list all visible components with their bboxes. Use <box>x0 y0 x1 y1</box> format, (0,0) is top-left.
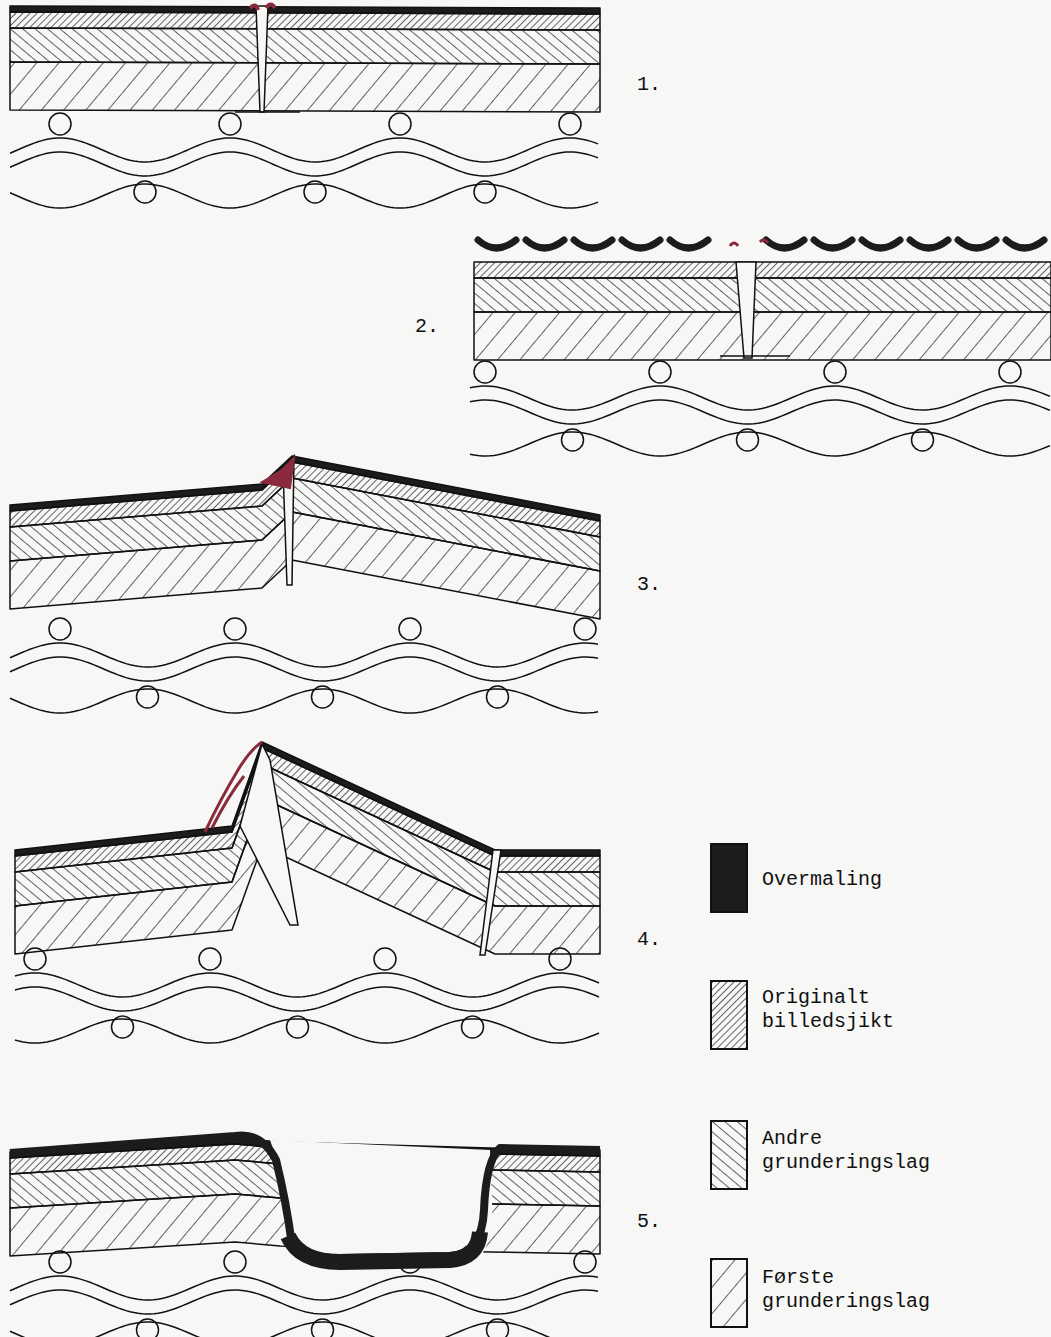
canvas-thread-section <box>824 361 846 383</box>
canvas-thread-section <box>474 361 496 383</box>
canvas-thread-section <box>312 1319 334 1337</box>
legend-hatch-fill <box>712 982 746 1048</box>
canvas-thread <box>10 138 598 162</box>
canvas-thread-section <box>574 618 596 640</box>
canvas-thread <box>10 657 598 681</box>
overpaint-fill <box>288 1232 480 1262</box>
overpaint-flake <box>670 240 708 248</box>
stroke <box>720 355 790 357</box>
legend-swatch <box>710 1120 748 1190</box>
canvas-thread-section <box>304 181 326 203</box>
canvas-thread-section <box>487 686 509 708</box>
canvas-thread-section <box>112 1016 134 1038</box>
paint-layer <box>15 798 600 954</box>
canvas-thread-section <box>134 181 156 203</box>
canvas-thread <box>470 386 1050 410</box>
canvas-thread-section <box>219 113 241 135</box>
canvas-thread <box>470 400 1050 424</box>
crack <box>256 6 268 112</box>
canvas-thread-section <box>399 618 421 640</box>
canvas-thread-section <box>374 948 396 970</box>
canvas-thread-section <box>312 686 334 708</box>
crack <box>240 744 298 925</box>
canvas-thread-section <box>49 618 71 640</box>
loss <box>270 1140 492 1268</box>
paint-layer <box>10 62 600 112</box>
canvas-thread <box>10 152 598 176</box>
canvas-thread-section <box>137 686 159 708</box>
legend-text: Overmaling <box>762 868 982 892</box>
canvas-thread-section <box>287 1016 309 1038</box>
legend-hatch <box>712 1260 746 1326</box>
legend-hatch-fill <box>712 1122 746 1188</box>
section-number: 2. <box>415 315 439 339</box>
section-number: 3. <box>637 573 661 597</box>
overpaint-flake <box>910 240 948 248</box>
canvas-thread-section <box>912 429 934 451</box>
canvas-thread-section <box>999 361 1021 383</box>
canvas-thread <box>10 1276 598 1300</box>
paint-layer <box>10 12 600 30</box>
paint-layer <box>10 512 600 619</box>
overpaint-fill <box>10 1136 600 1259</box>
stroke <box>235 111 300 113</box>
canvas-thread-section <box>49 1251 71 1273</box>
legend-hatch-fill <box>712 1260 746 1326</box>
paint-layer <box>10 28 600 64</box>
canvas-thread <box>470 432 1050 456</box>
paint-layer <box>474 278 1051 312</box>
crack <box>736 262 756 358</box>
canvas-thread <box>10 1322 598 1337</box>
overpaint-flake <box>766 240 804 248</box>
canvas-thread-section <box>559 113 581 135</box>
canvas-thread-section <box>137 1319 159 1337</box>
section-number: 1. <box>637 73 661 97</box>
overpaint-flake <box>574 240 612 248</box>
overpaint-flake <box>478 240 516 248</box>
legend-hatch <box>712 1122 746 1188</box>
legend-swatch <box>710 1258 748 1328</box>
overpaint-flake <box>958 240 996 248</box>
canvas-thread-section <box>199 948 221 970</box>
paint-layer <box>474 262 1051 278</box>
canvas-thread-section <box>474 181 496 203</box>
canvas-thread-section <box>462 1016 484 1038</box>
section-number: 5. <box>637 1210 661 1234</box>
canvas-thread-section <box>49 113 71 135</box>
overpaint-flake <box>526 240 564 248</box>
pigment-trace <box>730 240 768 246</box>
section-number: 4. <box>637 928 661 952</box>
legend-hatch <box>712 982 746 1048</box>
legend-text: Originalt billedsjikt <box>762 986 982 1034</box>
canvas-thread <box>10 1290 598 1314</box>
legend-swatch <box>710 980 748 1050</box>
canvas-thread-section <box>649 361 671 383</box>
canvas-thread <box>15 987 599 1011</box>
overpaint-flake <box>814 240 852 248</box>
filler-trace <box>262 458 294 488</box>
canvas-thread-section <box>224 618 246 640</box>
paint-layer <box>474 312 1051 360</box>
canvas-thread <box>10 689 598 713</box>
overpaint-flake <box>862 240 900 248</box>
canvas-thread-section <box>224 1251 246 1273</box>
canvas-thread-section <box>487 1319 509 1337</box>
pigment-trace <box>250 5 275 11</box>
canvas-thread-section <box>562 429 584 451</box>
overpaint-flake <box>622 240 660 248</box>
crack <box>480 850 501 955</box>
filler-trace <box>205 742 262 832</box>
legend-text: Første grunderingslag <box>762 1266 982 1314</box>
canvas-thread-section <box>737 429 759 451</box>
canvas-thread <box>10 643 598 667</box>
legend-swatch <box>710 843 748 913</box>
canvas-thread <box>15 973 599 997</box>
canvas-thread-section <box>389 113 411 135</box>
overpaint-flake <box>1006 240 1044 248</box>
legend-text: Andre grunderingslag <box>762 1127 982 1175</box>
